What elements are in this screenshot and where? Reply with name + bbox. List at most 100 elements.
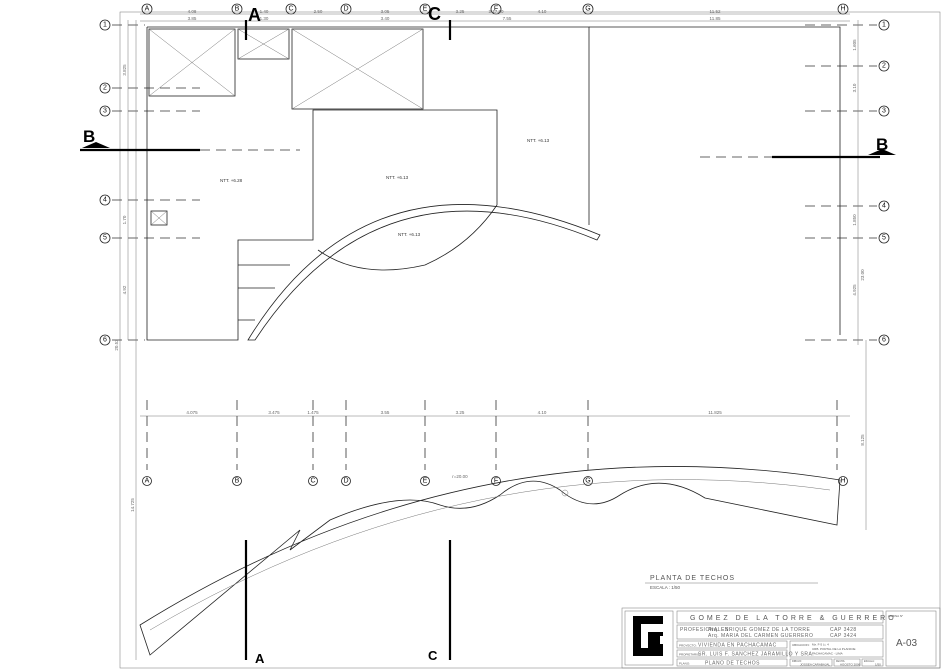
drawing-mark: [317, 204, 498, 271]
drawing-label: 3.40: [381, 16, 390, 21]
drawing-label: 1/50: [875, 663, 881, 667]
firm-logo: [633, 616, 663, 656]
terrace-curve: r=20.00: [139, 466, 841, 656]
drawing-mark: [833, 658, 861, 667]
drawing-mark: [99, 232, 111, 244]
drawing-mark: [621, 607, 941, 669]
drawing-label: 1: [882, 22, 886, 29]
drawing-label: Arq. MARIA DEL CARMEN GUERRERO: [708, 633, 813, 639]
drawing-label: F: [494, 6, 498, 13]
drawing-title: PLANTA DE TECHOS ESCALA : 1/50: [645, 575, 818, 590]
drawing-mark: [589, 26, 841, 335]
drawing-label: SR. LUIS F. SANCHEZ JARAMILLO Y SRA.: [698, 652, 814, 658]
drawing-label: PACHACAMAC - LIMA: [812, 652, 843, 656]
drawing-label: A: [145, 6, 150, 13]
drawing-label: E: [423, 6, 428, 13]
drawing-mark: [237, 28, 290, 60]
drawing-label: A: [248, 5, 261, 25]
drawing-mark: [648, 636, 660, 644]
drawing-label: F: [494, 478, 498, 485]
drawing-label: 5: [103, 235, 107, 242]
drawing-label: A: [145, 478, 150, 485]
section-markers: A A C C B B: [80, 4, 896, 666]
drawing-mark: B: [232, 476, 242, 486]
drawing-label: C: [428, 4, 441, 24]
drawing-mark: [838, 476, 848, 486]
drawing-label: B: [83, 127, 95, 146]
drawing-label: 1.40: [260, 9, 269, 14]
drawing-mark: F: [491, 476, 501, 486]
drawing-label: ESCALA:: [864, 660, 875, 663]
drawing-mark: [99, 19, 111, 31]
drawing-label: LAMINA N°: [888, 614, 904, 618]
drawing-label: 4.10: [538, 410, 547, 415]
drawing-label: PLANTA DE TECHOS: [650, 575, 735, 582]
roof-outline: [146, 26, 841, 341]
drawing-label: PROPIETARIO:: [679, 653, 700, 657]
drawing-mark: [99, 82, 111, 94]
drawing-label: D: [343, 478, 348, 485]
grid-columns-mid: A B C D E F G H: [142, 476, 848, 486]
sheet-border: [119, 11, 941, 669]
drawing-mark: [878, 232, 890, 244]
drawing-label: 2.50: [314, 9, 323, 14]
drawing-mark: [676, 610, 884, 624]
drawing-label: 3.55: [381, 410, 390, 415]
drawing-label: NTT. +6.13: [386, 175, 409, 180]
drawing-mark: [291, 28, 424, 110]
drawing-label: PLANO:: [679, 662, 690, 666]
drawing-mark: [491, 476, 501, 486]
drawing-mark: [789, 658, 833, 667]
drawing-mark: [99, 194, 111, 206]
dimensions: 4.08 1.40 2.50 3.05 3.25 3.17.50 4.10 11…: [114, 9, 867, 660]
drawing-label: PROFESIONALES:: [680, 627, 731, 633]
grid-bubble-B: B: [231, 3, 243, 15]
drawing-mark: [149, 479, 831, 631]
drawing-label: A-03: [896, 638, 918, 649]
drawing-mark: [127, 13, 867, 660]
drawing-mark: [878, 19, 890, 31]
drawing-label: 4.075: [186, 410, 198, 415]
drawing-label: DIBUJO:: [792, 660, 802, 663]
drawing-mark: [99, 105, 111, 117]
drawing-label: 23.00: [860, 269, 865, 281]
drawing-label: 3: [882, 108, 886, 115]
drawing-mark: [139, 466, 841, 656]
drawing-label: 3: [103, 108, 107, 115]
drawing-label: UBICACION:: [792, 643, 810, 647]
drawing-mark: [341, 476, 351, 486]
drawing-mark: [583, 476, 593, 486]
drawing-mark: [80, 20, 880, 660]
drawing-label: 4.925: [852, 284, 857, 296]
drawing-mark: [789, 640, 884, 658]
drawing-label: VIVIENDA EN PACHACAMAC: [698, 643, 777, 649]
drawing-label: G: [585, 6, 590, 13]
drawing-label: 3.10: [852, 83, 857, 92]
drawing-label: CAP 3424: [830, 633, 857, 639]
drawing-mark: C: [308, 476, 318, 486]
drawing-mark: [146, 26, 590, 341]
grid-bubble-H: H: [837, 3, 849, 15]
drawing-mark: [868, 149, 896, 155]
drawing-mark: 44: [99, 194, 890, 212]
drawing-mark: [878, 200, 890, 212]
drawing-mark: H: [838, 476, 848, 486]
grid-bubble-C: C: [285, 3, 297, 15]
drawing-label: NTT. +6.28: [220, 178, 243, 183]
drawing-mark: E: [420, 476, 430, 486]
drawing-label: FECHA:: [836, 660, 845, 663]
drawing-label: C: [428, 648, 438, 663]
drawing-mark: G: [583, 476, 593, 486]
drawing-label: 3.17.50: [488, 9, 504, 14]
drawing-mark: [676, 658, 788, 667]
drawing-label: 8.125: [860, 434, 865, 446]
drawing-label: GOMEZ DE LA TORRE & GUERRERO: [690, 615, 897, 622]
title-block: GOMEZ DE LA TORRE & GUERRERO PROFESIONAL…: [621, 607, 941, 669]
drawing-label: 2: [103, 85, 107, 92]
drawing-label: A: [255, 651, 265, 666]
drawing-mark: [247, 204, 601, 341]
drawing-label: 6: [882, 337, 886, 344]
drawing-mark: D: [341, 476, 351, 486]
